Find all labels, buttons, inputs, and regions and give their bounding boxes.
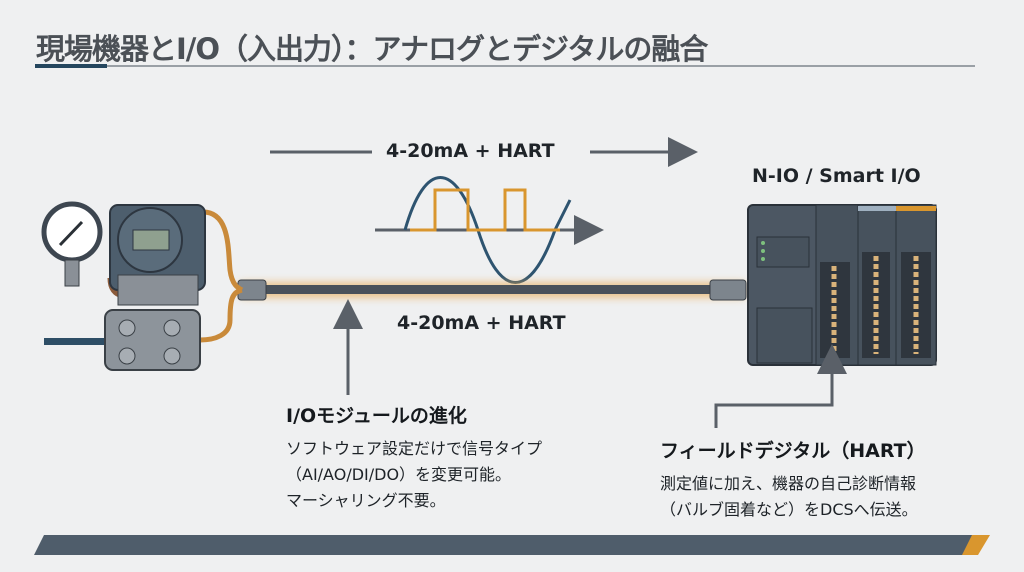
field-transmitter-illustration [41,201,244,371]
io-module-line: ソフトウェア設定だけで信号タイプ [286,439,543,458]
footer-bar [34,535,990,555]
io-device-label: N-IO / Smart I/O [752,165,921,187]
field-digital-pointer-arrow [714,344,847,428]
io-module-line: （AI/AO/DI/DO）を変更可能。 [286,465,512,484]
field-digital-line: （バルブ固着など）をDCSへ伝送。 [660,500,918,519]
field-digital-section: フィールドデジタル（HART） 測定値に加え、機器の自己診断情報 （バルブ固着な… [660,436,926,523]
top-signal-label: 4-20mA + HART [386,140,555,162]
field-digital-line: 測定値に加え、機器の自己診断情報 [660,474,917,493]
hart-waveform [375,176,604,284]
io-module-illustration [747,204,937,366]
signal-cable [237,279,747,301]
cable-signal-label: 4-20mA + HART [397,312,566,334]
title-underline [35,65,975,67]
io-module-line: マーシャリング不要。 [286,491,446,510]
field-digital-heading: フィールドデジタル（HART） [660,440,926,462]
io-module-heading: I/Oモジュールの進化 [286,405,467,427]
title-accent [35,64,107,68]
io-module-section: I/Oモジュールの進化 ソフトウェア設定だけで信号タイプ （AI/AO/DI/D… [286,401,542,514]
page-title: 現場機器とI/O（入出力）：アナログとデジタルの融合 [36,32,708,66]
